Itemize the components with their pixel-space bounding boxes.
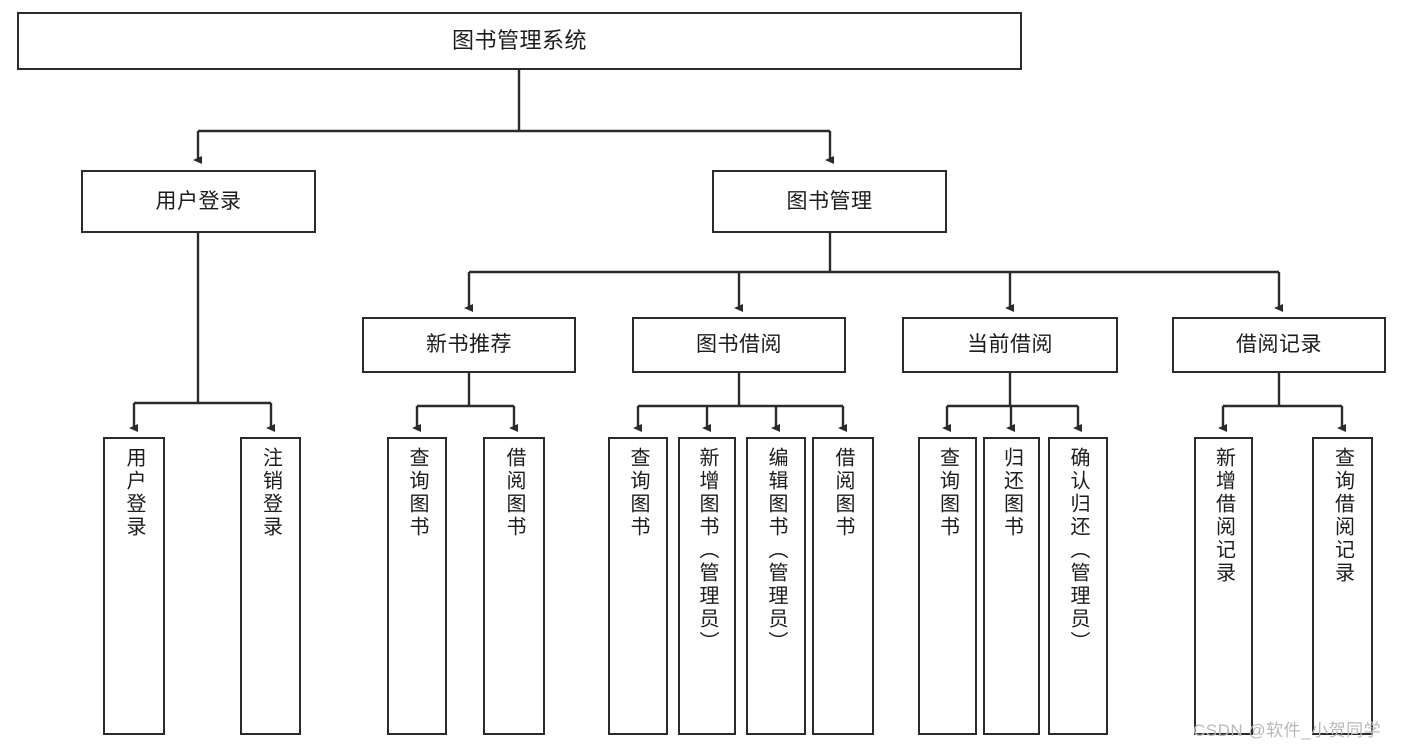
node-label: 注销登录 xyxy=(259,447,282,539)
node-label: 查询图书 xyxy=(406,447,428,539)
leaf-query-books-current[interactable]: 查询图书 xyxy=(918,437,977,735)
node-label: 借阅图书 xyxy=(503,447,525,539)
node-label: 用户登录 xyxy=(123,447,145,539)
node-book-management[interactable]: 图书管理 xyxy=(712,170,947,233)
node-borrow-record[interactable]: 借阅记录 xyxy=(1172,317,1386,373)
leaf-query-books-recommend[interactable]: 查询图书 xyxy=(387,437,447,735)
node-label: 编辑图书（管理员） xyxy=(765,447,787,654)
node-label: 查询图书 xyxy=(936,447,959,539)
leaf-confirm-return-admin[interactable]: 确认归还（管理员） xyxy=(1048,437,1108,735)
leaf-add-book-admin[interactable]: 新增图书（管理员） xyxy=(678,437,736,735)
node-label: 当前借阅 xyxy=(967,333,1053,357)
node-label: 新增借阅记录 xyxy=(1212,447,1235,585)
node-root-system[interactable]: 图书管理系统 xyxy=(17,12,1022,70)
leaf-edit-book-admin[interactable]: 编辑图书（管理员） xyxy=(746,437,806,735)
node-label: 确认归还（管理员） xyxy=(1067,447,1089,654)
leaf-query-borrow-record[interactable]: 查询借阅记录 xyxy=(1312,437,1373,735)
node-label: 图书借阅 xyxy=(696,333,782,357)
node-label: 借阅图书 xyxy=(832,447,854,539)
leaf-user-login[interactable]: 用户登录 xyxy=(103,437,165,735)
node-label: 查询借阅记录 xyxy=(1331,447,1354,585)
node-current-borrow[interactable]: 当前借阅 xyxy=(902,317,1118,373)
node-book-borrow[interactable]: 图书借阅 xyxy=(632,317,846,373)
node-label: 新书推荐 xyxy=(426,333,512,357)
leaf-add-borrow-record[interactable]: 新增借阅记录 xyxy=(1194,437,1253,735)
node-label: 归还图书 xyxy=(1000,447,1023,539)
leaf-logout[interactable]: 注销登录 xyxy=(240,437,301,735)
node-user-login[interactable]: 用户登录 xyxy=(81,170,316,233)
node-label: 图书管理系统 xyxy=(451,27,587,53)
node-label: 借阅记录 xyxy=(1236,333,1322,357)
leaf-return-books[interactable]: 归还图书 xyxy=(983,437,1040,735)
node-label: 新增图书（管理员） xyxy=(696,447,718,654)
node-new-book-recommend[interactable]: 新书推荐 xyxy=(362,317,576,373)
leaf-borrow-books[interactable]: 借阅图书 xyxy=(812,437,874,735)
leaf-query-books-borrow[interactable]: 查询图书 xyxy=(608,437,668,735)
node-label: 用户登录 xyxy=(155,189,242,213)
leaf-borrow-books-recommend[interactable]: 借阅图书 xyxy=(483,437,545,735)
node-label: 查询图书 xyxy=(627,447,649,539)
watermark: CSDN @软件_小贺同学 xyxy=(1193,721,1382,740)
node-label: 图书管理 xyxy=(786,189,873,213)
